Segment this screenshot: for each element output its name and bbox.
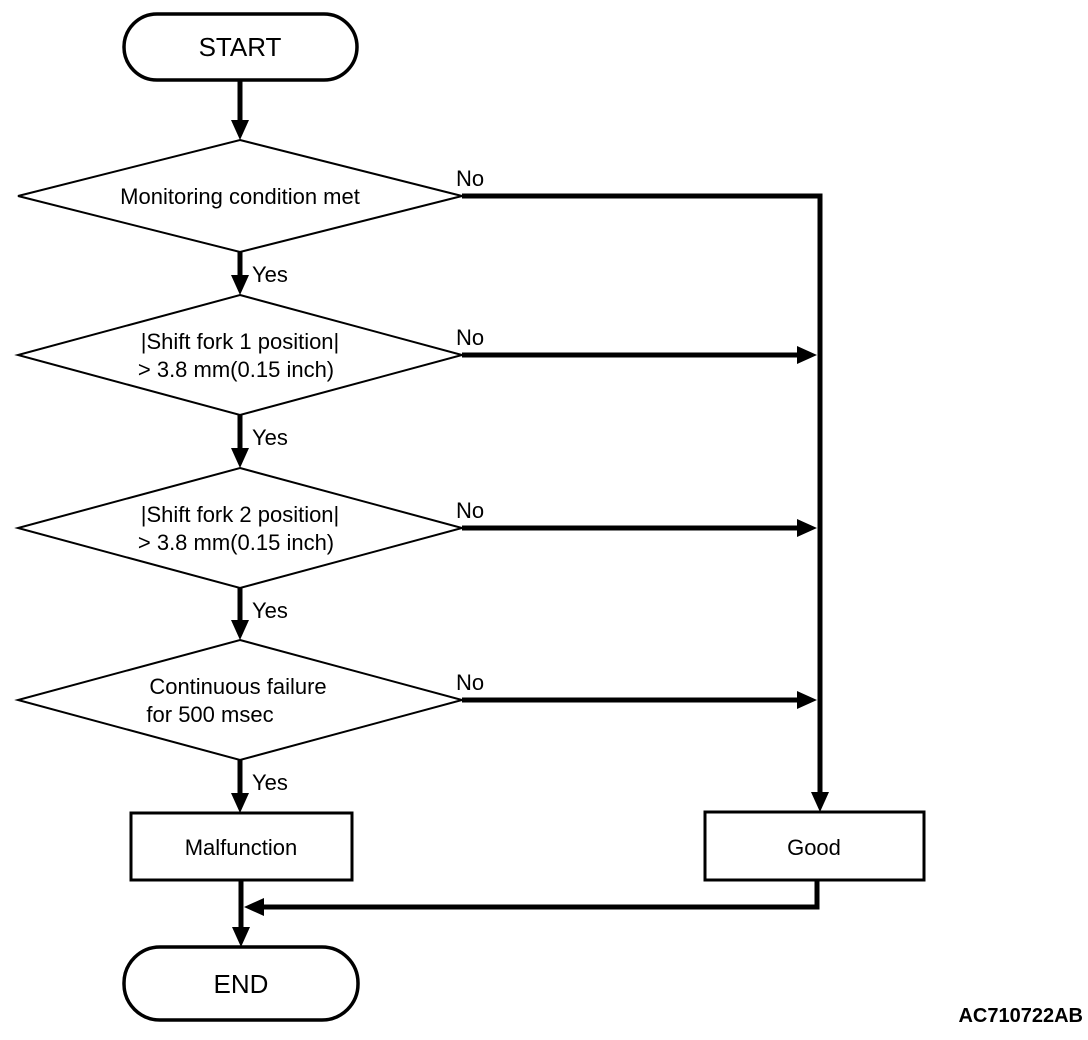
decision-monitoring-label: Monitoring condition met (120, 184, 360, 209)
arrowhead-into-d1 (231, 120, 249, 140)
malfunction-label: Malfunction (185, 835, 298, 860)
decision-continuous-failure-label-line2: for 500 msec (146, 702, 273, 727)
no-label-d1: No (456, 166, 484, 191)
arrowhead-into-d2 (231, 275, 249, 295)
arrowhead-into-d3 (231, 448, 249, 468)
malfunction-node (129, 811, 354, 882)
connector-no-d1-to-good (462, 193, 823, 796)
decision-shift-fork-2 (14, 466, 466, 590)
decision-shift-fork-2-label-line1: |Shift fork 2 position| (141, 502, 340, 527)
connector-good-to-junction (261, 880, 820, 910)
end-node (122, 945, 360, 1022)
decision-shift-fork-2-label-line2: > 3.8 mm(0.15 inch) (138, 530, 334, 555)
start-label: START (199, 32, 282, 62)
end-label: END (214, 969, 269, 999)
arrowhead-into-end (232, 927, 250, 947)
arrowhead-no3-into-trunk (797, 519, 817, 537)
decision-continuous-failure-label-line1: Continuous failure (149, 674, 326, 699)
arrowhead-into-good (811, 792, 829, 812)
no-label-d4: No (456, 670, 484, 695)
arrowhead-into-malfunction (231, 793, 249, 813)
yes-label-d2: Yes (252, 425, 288, 450)
yes-label-d4: Yes (252, 770, 288, 795)
arrowhead-into-d4 (231, 620, 249, 640)
decision-shift-fork-1 (14, 293, 466, 417)
yes-label-d1: Yes (252, 262, 288, 287)
good-label: Good (787, 835, 841, 860)
arrowhead-good-into-junction (244, 898, 264, 916)
good-node (703, 810, 926, 882)
decision-shift-fork-1-label-line2: > 3.8 mm(0.15 inch) (138, 357, 334, 382)
no-label-d2: No (456, 325, 484, 350)
decision-continuous-failure (14, 638, 466, 762)
arrowhead-no2-into-trunk (797, 346, 817, 364)
figure-code: AC710722AB (958, 1005, 1083, 1027)
decision-monitoring-condition (17, 138, 463, 254)
decision-shift-fork-1-label-line1: |Shift fork 1 position| (141, 329, 340, 354)
no-label-d3: No (456, 498, 484, 523)
start-node (122, 12, 359, 82)
arrowhead-no4-into-trunk (797, 691, 817, 709)
yes-label-d3: Yes (252, 598, 288, 623)
